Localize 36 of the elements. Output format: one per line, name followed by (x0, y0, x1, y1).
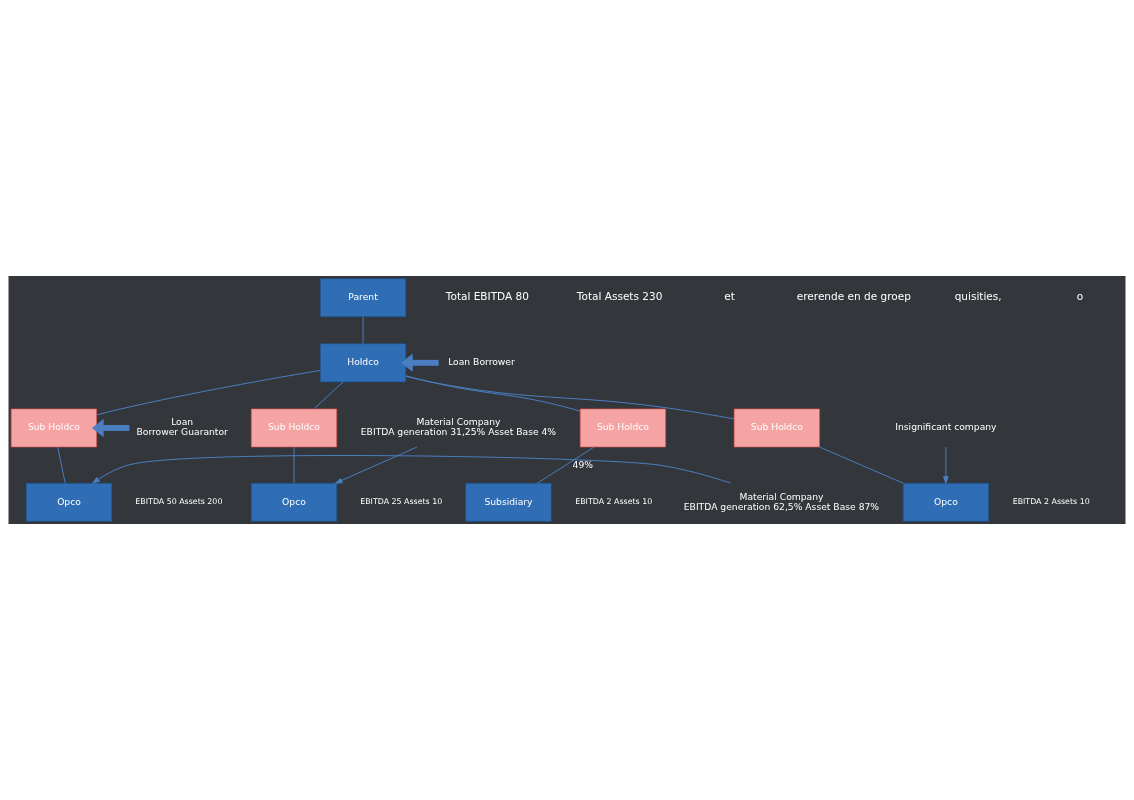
node-box: Subsidiary (465, 482, 552, 522)
connector (405, 375, 581, 412)
label: et (724, 290, 735, 303)
connector (57, 446, 66, 484)
label: ererende en de groep (796, 290, 911, 303)
node-box: Sub Holdco (733, 408, 820, 448)
connector (313, 381, 344, 410)
node-box: Sub Holdco (10, 408, 97, 448)
edge-label: 49% (572, 458, 593, 470)
node-box: Opco (25, 482, 113, 522)
connector (96, 369, 321, 416)
connector (405, 375, 735, 420)
connector (536, 446, 595, 484)
node-text: Insignificant company (895, 421, 997, 433)
node-box: Parent (320, 278, 407, 318)
node-box: Sub Holdco (579, 408, 666, 448)
node-text: Material Company EBITDA generation 31,25% Asset Base 4% (360, 416, 557, 438)
connector (819, 446, 904, 484)
label: quisities, (954, 290, 1002, 303)
connector (362, 316, 364, 345)
node-box: Opco (250, 482, 338, 522)
arrow (91, 418, 130, 438)
node-text: Material Company EBITDA generation 62,5% Asset Base 87% (683, 490, 880, 512)
node-text: Loan Borrower Guarantor (136, 416, 228, 438)
node-text: Loan Borrower (448, 356, 515, 368)
node-box: Holdco (320, 343, 407, 383)
node-box: Opco (902, 482, 989, 522)
label: o (1076, 290, 1084, 303)
label: Total Assets 230 (576, 290, 663, 303)
arrow (943, 446, 949, 484)
label: Total EBITDA 80 (445, 290, 529, 303)
arrow (401, 353, 439, 373)
connector (293, 446, 295, 484)
arrow (92, 455, 732, 484)
arrow (335, 446, 418, 484)
node-box: Sub Holdco (250, 408, 338, 448)
